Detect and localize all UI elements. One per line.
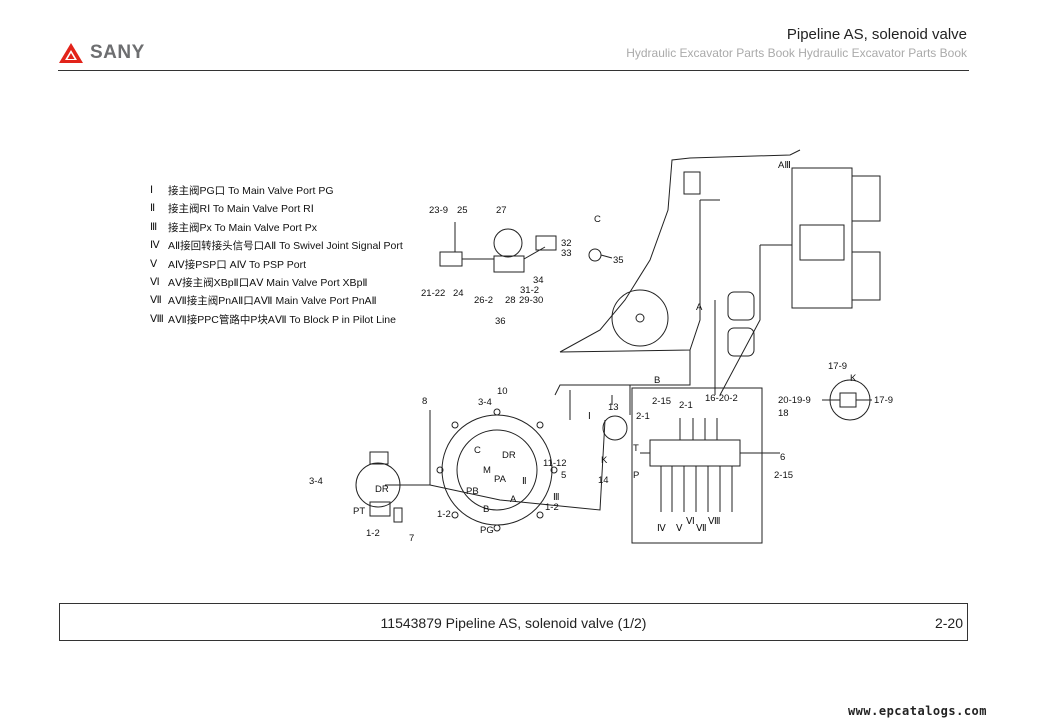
callout-label: Ⅷ bbox=[708, 516, 721, 527]
callout-label: AⅢ bbox=[778, 160, 791, 171]
callout-label: 14 bbox=[598, 475, 609, 486]
callout-label: C bbox=[594, 214, 601, 225]
callout-label: 27 bbox=[496, 205, 507, 216]
page-number: 2-20 bbox=[934, 615, 963, 631]
page-subtitle: Hydraulic Excavator Parts Book Hydraulic… bbox=[626, 46, 967, 60]
callout-label: 31-2 bbox=[520, 285, 539, 296]
callout-label: PA bbox=[494, 474, 507, 485]
callout-label: Ⅳ bbox=[657, 523, 667, 534]
callout-label: 33 bbox=[561, 248, 572, 259]
callout-label: 2-1 bbox=[636, 411, 650, 422]
callout-label: 5 bbox=[561, 470, 566, 481]
callout-label: 8 bbox=[422, 396, 427, 407]
callout-label: 35 bbox=[613, 255, 624, 266]
callout-label: 29-30 bbox=[519, 295, 543, 306]
callout-label: P bbox=[633, 470, 639, 481]
callout-label: Ⅵ bbox=[686, 516, 695, 527]
callout-label: K bbox=[601, 455, 608, 466]
callout-label: 10 bbox=[497, 386, 508, 397]
callout-label: 28 bbox=[505, 295, 516, 306]
callout-label: 26-2 bbox=[474, 295, 493, 306]
callout-label: 18 bbox=[778, 408, 789, 419]
callout-label: T bbox=[633, 443, 639, 454]
callout-label: A bbox=[696, 302, 703, 313]
sany-logo: SANY bbox=[58, 42, 145, 64]
callout-label: C bbox=[474, 445, 481, 456]
header-divider bbox=[58, 70, 969, 71]
callout-label: Ⅴ bbox=[676, 523, 683, 534]
callout-label: Ⅱ bbox=[522, 476, 527, 487]
callout-label: PB bbox=[466, 486, 479, 497]
callout-label: 2-1 bbox=[679, 400, 693, 411]
callout-label: PG bbox=[480, 525, 494, 536]
callout-label: 2-15 bbox=[774, 470, 793, 481]
callout-label: Ⅶ bbox=[696, 523, 707, 534]
callout-label: Ⅲ bbox=[553, 492, 560, 503]
callout-label: 2-15 bbox=[652, 396, 671, 407]
callout-label: K bbox=[850, 373, 857, 384]
callout-label: 17-9 bbox=[828, 361, 847, 372]
callout-label: A bbox=[510, 494, 517, 505]
sany-logo-icon bbox=[59, 43, 83, 63]
callout-label: 24 bbox=[453, 288, 464, 299]
callout-label: 25 bbox=[457, 205, 468, 216]
callout-label: DR bbox=[502, 450, 516, 461]
callout-label: 1-2 bbox=[437, 509, 451, 520]
footer-title: 11543879 Pipeline AS, solenoid valve (1/… bbox=[380, 615, 647, 631]
watermark: www.epcatalogs.com bbox=[847, 704, 987, 718]
callout-label: 3-4 bbox=[309, 476, 323, 487]
callout-label: 23-9 bbox=[429, 205, 448, 216]
brand-name: SANY bbox=[90, 42, 145, 63]
footer-box: 11543879 Pipeline AS, solenoid valve (1/… bbox=[59, 603, 968, 641]
callout-label: 17-9 bbox=[874, 395, 893, 406]
callout-label: 21-22 bbox=[421, 288, 445, 299]
callout-label: 7 bbox=[409, 533, 414, 544]
page-title: Pipeline AS, solenoid valve bbox=[786, 26, 967, 43]
callout-label: 3-4 bbox=[478, 397, 492, 408]
callout-label: 16-20-2 bbox=[705, 393, 738, 404]
callout-label: B bbox=[654, 375, 660, 386]
callout-label: 13 bbox=[608, 402, 619, 413]
callout-label: 36 bbox=[495, 316, 506, 327]
callout-label: 1-2 bbox=[366, 528, 380, 539]
callout-label: B bbox=[483, 504, 489, 515]
callout-label: M bbox=[483, 465, 491, 476]
hydraulic-diagram: 23-9 25 27 C 32 33 35 21-22 24 26-2 28 2… bbox=[309, 149, 893, 544]
callout-label: 1-2 bbox=[545, 502, 559, 513]
callout-label: 11-12 bbox=[543, 458, 567, 469]
callout-label: 32 bbox=[561, 238, 572, 249]
callout-label: DR bbox=[375, 484, 389, 495]
callout-label: Ⅰ bbox=[588, 411, 591, 422]
callout-label: PT bbox=[353, 506, 365, 517]
callout-label: 6 bbox=[780, 452, 785, 463]
callout-label: 20-19-9 bbox=[778, 395, 811, 406]
callout-label: 34 bbox=[533, 275, 544, 286]
